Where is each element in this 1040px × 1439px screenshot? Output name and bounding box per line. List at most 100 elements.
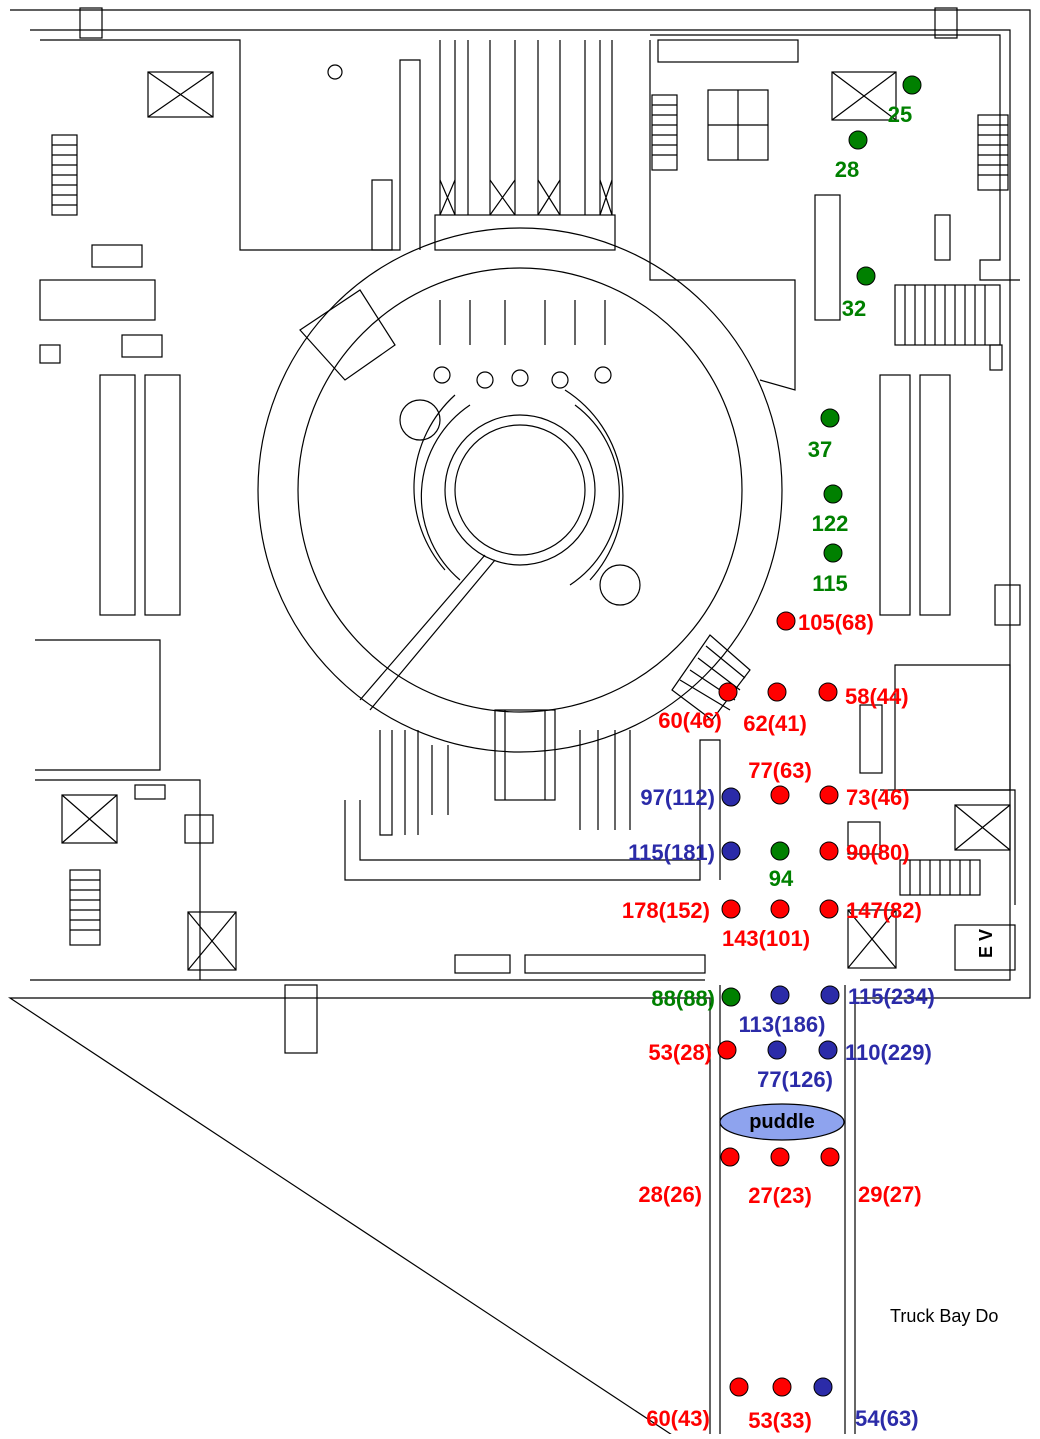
measurement-label-p110: 110(229) [845, 1040, 932, 1065]
stairs-left [51, 134, 78, 216]
right-bottom-room [880, 789, 1016, 905]
measurement-dot-p60b [729, 1377, 749, 1397]
measurement-dot-p115c [820, 985, 840, 1005]
stairs-right-low [899, 859, 981, 896]
puddle-shape [719, 1103, 845, 1141]
measurement-dot-p77b [767, 1040, 787, 1060]
measurement-label-p73: 73(46) [846, 785, 910, 810]
measurement-label-p28b: 28(26) [638, 1182, 702, 1207]
measurement-dot-p113 [770, 985, 790, 1005]
right-room-wall [649, 40, 796, 391]
box-d [184, 814, 214, 844]
measurement-dot-p28 [848, 130, 868, 150]
box-c [39, 344, 61, 364]
left-shelf-1 [99, 374, 136, 616]
measurement-dot-p105 [776, 611, 796, 631]
puddle-label: puddle [749, 1111, 815, 1133]
right-lower-room [894, 664, 1011, 791]
cross-box-6 [847, 909, 897, 969]
measurement-dot-p73 [819, 785, 839, 805]
left-lower-room [35, 639, 161, 771]
measurement-label-p94: 94 [769, 866, 794, 891]
measurement-label-p27: 27(23) [748, 1183, 812, 1208]
pillar-top-right [934, 7, 958, 39]
measurement-dot-p178 [721, 899, 741, 919]
measurement-dot-p53a [717, 1040, 737, 1060]
measurement-dot-p32 [856, 266, 876, 286]
measurement-dot-p60a [718, 682, 738, 702]
measurement-label-p90: 90(80) [846, 840, 910, 865]
measurement-label-p115b: 115(181) [628, 840, 715, 865]
building-walls [8, 7, 1031, 1439]
right-upper-room [650, 34, 1020, 281]
truck-bay-walls [719, 985, 846, 1439]
measurement-dot-p122 [823, 484, 843, 504]
measurement-label-p32: 32 [842, 296, 866, 321]
measurement-dot-p28b [720, 1147, 740, 1167]
narrow-column [371, 179, 393, 251]
measurement-dot-p27 [770, 1147, 790, 1167]
panel-grid-divider [708, 90, 768, 160]
measurement-label-p113: 113(186) [739, 1012, 826, 1037]
measurement-dot-p53b [772, 1377, 792, 1397]
measurement-label-p115c: 115(234) [848, 984, 935, 1009]
left-room-wall [40, 39, 421, 251]
measurement-label-p147: 147(82) [846, 898, 922, 923]
box-h [859, 704, 883, 774]
right-shelf-2 [919, 374, 951, 616]
measurement-label-p28: 28 [835, 157, 859, 182]
floor-grate-1 [454, 954, 511, 974]
measurement-label-p25: 25 [888, 102, 912, 127]
box-g [994, 584, 1021, 626]
measurement-dot-p62 [767, 682, 787, 702]
measurement-label-p37: 37 [808, 437, 832, 462]
measurement-label-p60b: 60(43) [646, 1406, 710, 1431]
stairs-right-mid [894, 284, 1001, 346]
inner-wall [30, 29, 1011, 981]
floor-grate-2 [524, 954, 706, 974]
measurement-label-p122: 122 [812, 511, 849, 536]
measurement-label-p97: 97(112) [640, 785, 715, 810]
measurement-label-p88: 88(88) [651, 986, 715, 1011]
box-e [134, 784, 166, 800]
measurement-dot-p58 [818, 682, 838, 702]
box-a [91, 244, 143, 268]
measurement-label-p29: 29(27) [858, 1182, 922, 1207]
ev-box [954, 924, 1016, 971]
cross-box-1 [147, 71, 214, 118]
rack-right [814, 194, 841, 321]
box-b [121, 334, 163, 358]
ev-label: E V [976, 929, 996, 958]
grinder-block [671, 634, 751, 721]
measurement-dot-p143 [770, 899, 790, 919]
measurement-dot-p29 [820, 1147, 840, 1167]
measurement-label-p143: 143(101) [722, 926, 810, 951]
measurement-label-p62: 62(41) [743, 711, 807, 736]
stairs-top [651, 94, 678, 171]
counter-left [39, 279, 156, 321]
measurement-dot-p115g [823, 543, 843, 563]
cross-box-4 [187, 911, 237, 971]
box-i [847, 821, 881, 855]
stairs-bottom-left [69, 869, 101, 946]
measurement-label-p54: 54(63) [855, 1406, 919, 1431]
pillar-bottom [284, 984, 318, 1054]
measurement-label-p105: 105(68) [798, 610, 874, 635]
measurement-dot-p94 [770, 841, 790, 861]
measurement-label-p77a: 77(63) [748, 758, 812, 783]
right-shelf-1 [879, 374, 911, 616]
floor-drain [327, 64, 343, 80]
lower-pipes [344, 730, 721, 881]
top-bench [657, 39, 799, 63]
measurement-label-p53a: 53(28) [648, 1040, 712, 1065]
measurement-label-p53b: 53(33) [748, 1408, 812, 1433]
measurement-label-p178: 178(152) [622, 898, 710, 923]
cross-box-3 [61, 794, 118, 844]
rack-narrow [934, 214, 951, 261]
measurement-dot-p54 [813, 1377, 833, 1397]
measurement-label-p58: 58(44) [845, 684, 909, 709]
measurement-dot-p77a [770, 785, 790, 805]
left-shelf-2 [144, 374, 181, 616]
measurement-dot-p88 [721, 987, 741, 1007]
